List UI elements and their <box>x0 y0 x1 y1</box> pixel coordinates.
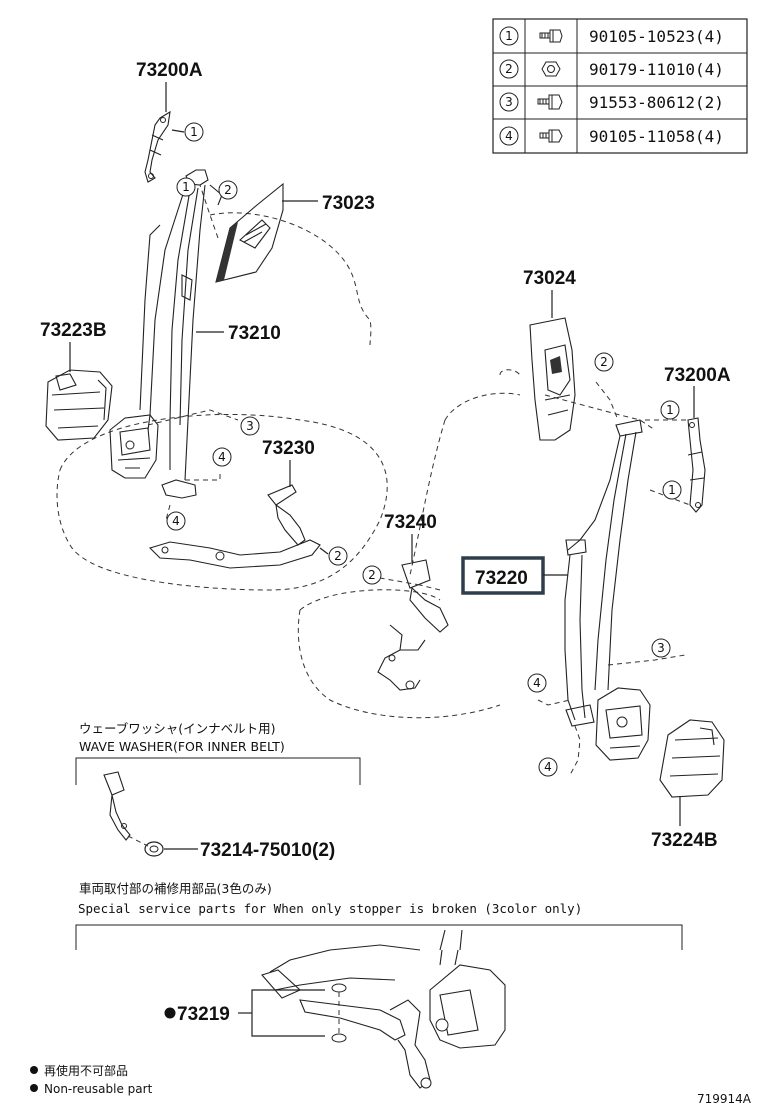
label-73224B: 73224B <box>651 830 718 851</box>
label-73214: 73214-75010(2) <box>200 840 335 861</box>
callout: 1 <box>176 177 196 197</box>
part-number: 90179-11010(4) <box>589 60 724 79</box>
legend-nonreuse-jp: 再使用不可部品 <box>44 1063 128 1078</box>
front-seat-back-outline <box>409 369 521 576</box>
part-retractor-right <box>595 687 651 761</box>
callout: 4 <box>212 447 232 467</box>
bolt-icon <box>539 29 563 43</box>
part-73210-belt-assembly <box>139 169 223 481</box>
part-number: 90105-11058(4) <box>589 127 724 146</box>
special-parts-bracket <box>75 924 683 950</box>
special-parts-note-jp: 車両取付部の補修用部品(3色のみ) <box>79 881 272 896</box>
callout: 4 <box>527 673 547 693</box>
wave-washer-note-en: WAVE WASHER(FOR INNER BELT) <box>79 739 285 754</box>
callout: 4 <box>538 757 558 777</box>
callout: 4 <box>166 511 186 531</box>
label-73024: 73024 <box>523 268 576 289</box>
svg-text:1: 1 <box>190 125 198 139</box>
label-73230: 73230 <box>262 438 315 459</box>
svg-text:1: 1 <box>666 403 674 417</box>
callout: 2 <box>362 565 382 585</box>
label-73200A: 73200A <box>136 60 203 81</box>
label-73220: 73220 <box>475 568 528 589</box>
parts-table-row: 2 90179-11010(4) <box>499 59 724 79</box>
svg-text:1: 1 <box>668 483 676 497</box>
ref-number: 4 <box>505 129 513 143</box>
callout: 1 <box>171 122 204 142</box>
label-73219: 73219 <box>177 1004 230 1025</box>
part-73200A-left-anchor <box>144 110 171 183</box>
svg-text:3: 3 <box>657 641 665 655</box>
legend-bullet-icon <box>30 1084 38 1092</box>
callout: 3 <box>651 638 671 658</box>
wave-washer-icon <box>144 841 164 857</box>
figure-id: 719914A <box>697 1092 752 1106</box>
stopper-assembly-sketch <box>261 929 506 1089</box>
callout: 1 <box>660 400 680 420</box>
svg-text:1: 1 <box>182 180 190 194</box>
part-buckle-anchor-left <box>161 479 197 499</box>
parts-table: 1 90105-10523(4) 2 90179-11010(4) 3 <box>492 18 748 154</box>
part-73220-belt-assembly <box>564 419 643 727</box>
parts-table-row: 4 90105-11058(4) <box>499 126 724 146</box>
svg-text:2: 2 <box>600 355 608 369</box>
callout: 2 <box>594 352 614 372</box>
part-73240-buckle <box>377 559 449 691</box>
bolt-icon <box>539 129 563 143</box>
part-number: 90105-10523(4) <box>589 27 724 46</box>
label-73240: 73240 <box>384 512 437 533</box>
wave-washer-bracket <box>75 757 361 785</box>
part-number: 91553-80612(2) <box>589 93 724 112</box>
parts-table-row: 1 90105-10523(4) <box>499 26 724 46</box>
svg-text:2: 2 <box>224 183 232 197</box>
front-seat-cushion-outline <box>297 589 501 719</box>
part-73224B-retractor-cover <box>659 719 725 798</box>
svg-text:2: 2 <box>368 568 376 582</box>
svg-text:3: 3 <box>246 419 254 433</box>
nut-icon <box>541 61 561 77</box>
callout: 2 <box>218 180 238 200</box>
callout: 2 <box>319 546 348 566</box>
install-line <box>127 835 149 847</box>
part-73200A-right-anchor <box>687 417 706 513</box>
label-73223B: 73223B <box>40 320 107 341</box>
svg-text:4: 4 <box>533 676 541 690</box>
seat-cushion-outline <box>56 413 388 591</box>
svg-text:2: 2 <box>334 549 342 563</box>
part-retractor-left <box>109 414 159 479</box>
svg-text:4: 4 <box>544 760 552 774</box>
part-73024-pillar-cover <box>529 317 576 441</box>
callout: 3 <box>240 416 260 436</box>
ref-number: 1 <box>505 29 513 43</box>
callout: 1 <box>662 480 682 500</box>
label-73023: 73023 <box>322 193 375 214</box>
special-parts-note-en: Special service parts for When only stop… <box>78 901 582 916</box>
label-73200A-right: 73200A <box>664 365 731 386</box>
parts-table-row: 3 91553-80612(2) <box>499 92 724 112</box>
ref-number: 2 <box>505 62 513 76</box>
label-73210: 73210 <box>228 323 281 344</box>
inner-belt-sketch <box>103 771 131 841</box>
part-73023-pillar-cover <box>215 182 284 283</box>
ref-number: 3 <box>505 95 513 109</box>
part-73223B-retractor-cover <box>45 369 113 441</box>
non-reusable-marker-icon <box>164 1007 176 1019</box>
seat-back-outline <box>209 212 372 346</box>
bolt-icon <box>537 94 563 110</box>
wave-washer-note-jp: ウェーブワッシャ(インナベルト用) <box>79 721 276 736</box>
svg-text:4: 4 <box>218 450 226 464</box>
legend-bullet-icon <box>30 1066 38 1074</box>
part-73230-buckle <box>148 484 321 569</box>
legend-nonreuse-en: Non-reusable part <box>44 1082 153 1096</box>
svg-text:4: 4 <box>172 514 180 528</box>
